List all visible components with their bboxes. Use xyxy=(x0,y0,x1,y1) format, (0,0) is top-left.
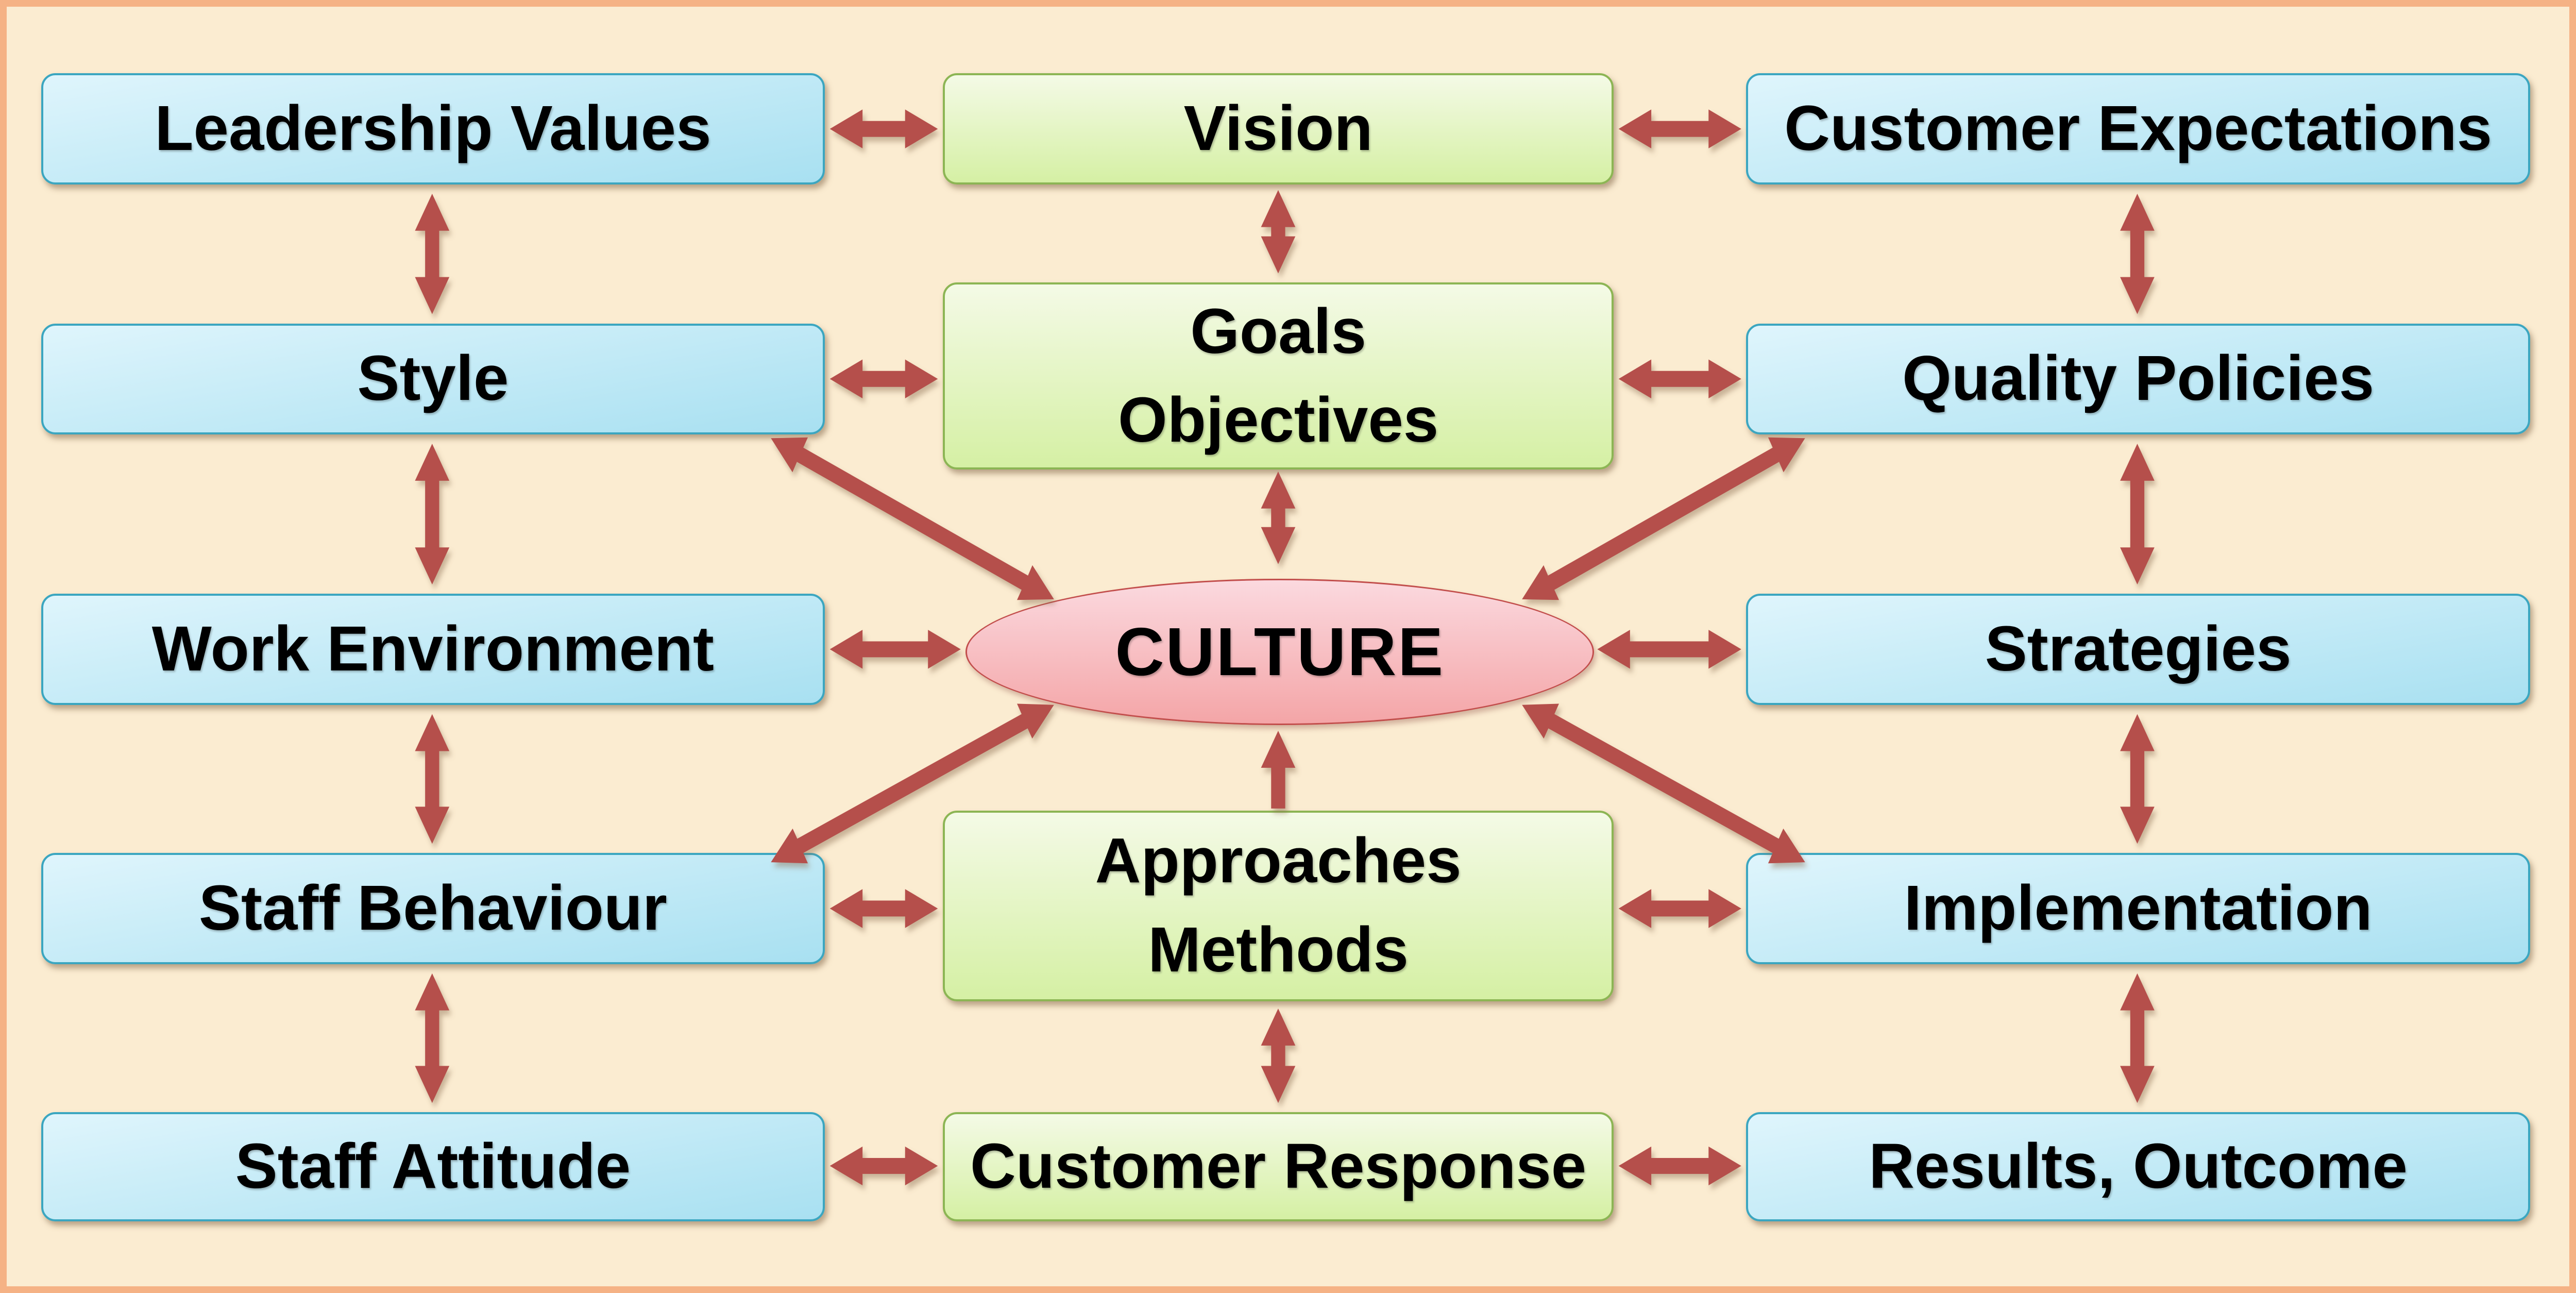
node-label: CULTURE xyxy=(1115,613,1445,690)
node-label-line1: Goals xyxy=(1190,296,1366,367)
arrow-leadership-values-style xyxy=(415,193,450,314)
node-label: Customer Expectations xyxy=(1784,93,2493,164)
node-leadership-values: Leadership Values xyxy=(41,73,825,184)
node-label: Customer Response xyxy=(970,1131,1587,1202)
node-label: Strategies xyxy=(1985,613,2292,684)
arrow-style-goals-objectives xyxy=(829,359,938,398)
node-label: Vision xyxy=(1183,93,1373,164)
arrow-approaches-methods-implementation xyxy=(1618,889,1741,928)
arrow-strategies-implementation xyxy=(2120,714,2155,844)
node-style: Style xyxy=(41,323,825,435)
node-label: Style xyxy=(357,343,509,414)
node-staff-behaviour: Staff Behaviour xyxy=(41,853,825,964)
arrow-style-work-environment xyxy=(415,444,450,585)
node-label-line2: Methods xyxy=(1148,914,1409,985)
node-results-outcome: Results, Outcome xyxy=(1746,1112,2530,1222)
arrow-implementation-results-outcome xyxy=(2120,973,2155,1103)
node-culture: CULTURE xyxy=(965,579,1594,726)
node-label: Work Environment xyxy=(151,613,715,684)
node-label-line1: Approaches xyxy=(1095,826,1462,897)
node-label: Staff Attitude xyxy=(235,1131,631,1202)
node-label: Quality Policies xyxy=(1902,343,2375,414)
node-label: Staff Behaviour xyxy=(198,872,667,944)
arrow-vision-goals-objectives xyxy=(1261,190,1296,274)
arrow-staff-attitude-customer-response xyxy=(829,1146,938,1186)
node-implementation: Implementation xyxy=(1746,853,2530,964)
node-label: Results, Outcome xyxy=(1869,1131,2408,1202)
node-label-line2: Objectives xyxy=(1118,384,1439,456)
arrow-vision-customer-expectations xyxy=(1618,109,1741,148)
arrow-approaches-methods-customer-response xyxy=(1261,1008,1296,1103)
arrow-goals-objectives-quality-policies xyxy=(1618,359,1741,398)
arrow-customer-expectations-quality-policies xyxy=(2120,193,2155,314)
arrow-work-environment-staff-behaviour xyxy=(415,714,450,844)
arrow-culture-strategies xyxy=(1597,630,1741,669)
node-label: Leadership Values xyxy=(155,93,711,164)
node-staff-attitude: Staff Attitude xyxy=(41,1112,825,1222)
arrow-approaches-methods-culture xyxy=(1261,730,1296,809)
arrow-quality-policies-strategies xyxy=(2120,444,2155,585)
node-customer-response: Customer Response xyxy=(943,1112,1614,1222)
node-quality-policies: Quality Policies xyxy=(1746,323,2530,435)
arrow-goals-objectives-culture xyxy=(1261,471,1296,564)
arrow-work-environment-culture xyxy=(829,630,961,669)
arrow-customer-response-results-outcome xyxy=(1618,1146,1741,1186)
arrow-staff-behaviour-staff-attitude xyxy=(415,973,450,1103)
arrow-staff-behaviour-approaches-methods xyxy=(829,889,938,928)
node-approaches-methods: Approaches Methods xyxy=(943,810,1614,1001)
arrow-leadership-values-vision xyxy=(829,109,938,148)
node-customer-expectations: Customer Expectations xyxy=(1746,73,2530,184)
node-work-environment: Work Environment xyxy=(41,594,825,705)
node-goals-objectives: Goals Objectives xyxy=(943,282,1614,470)
node-vision: Vision xyxy=(943,73,1614,184)
node-strategies: Strategies xyxy=(1746,594,2530,705)
node-label: Implementation xyxy=(1904,872,2372,944)
